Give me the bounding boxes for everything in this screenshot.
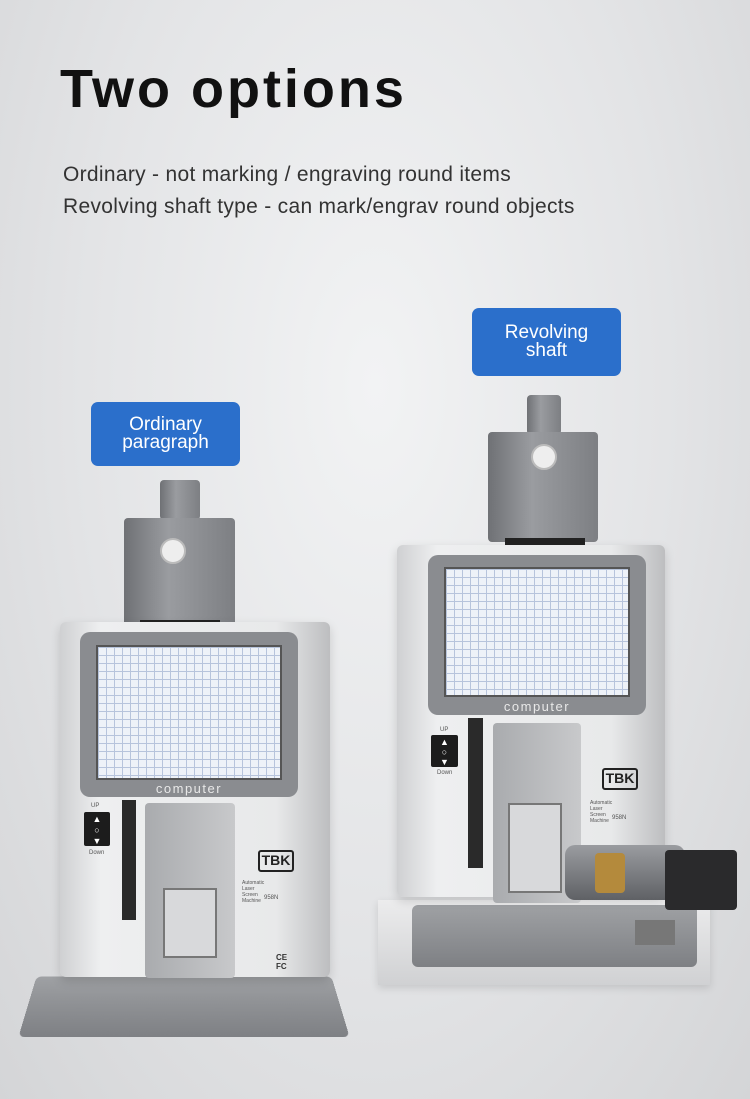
base-plate <box>18 976 350 1038</box>
touch-screen[interactable] <box>444 567 630 697</box>
motor-mount <box>635 920 675 945</box>
bezel-label: computer <box>155 781 223 796</box>
product-name: Automatic Laser Screen Machine <box>242 880 265 904</box>
fixture <box>508 803 562 893</box>
fixture <box>163 888 217 958</box>
screen-bezel: computer <box>428 555 646 715</box>
model-number: 958N <box>612 815 627 821</box>
revolving-tag: Revolving shaft <box>472 308 621 376</box>
subtitle-line-1: Ordinary - not marking / engraving round… <box>63 163 511 186</box>
switch-down-label: Down <box>89 850 105 856</box>
bezel-label: computer <box>503 699 571 714</box>
rail <box>122 800 136 920</box>
stage <box>493 723 581 903</box>
tag-line: paragraph <box>122 432 209 453</box>
page-title: Two options <box>60 59 407 119</box>
model-number: 958N <box>264 895 279 901</box>
up-down-switch[interactable]: ▲○▼ <box>431 735 458 767</box>
screen-bezel: computer <box>80 632 298 797</box>
tbk-logo: TBK <box>602 768 638 790</box>
tag-line: Revolving <box>504 322 589 343</box>
laser-head <box>124 518 235 626</box>
ordinary-tag: Ordinary paragraph <box>91 402 240 466</box>
cert-marks: CE FC <box>276 953 288 971</box>
laser-top <box>527 395 561 435</box>
chuck-collar <box>595 853 625 893</box>
laser-top <box>160 480 200 520</box>
touch-screen[interactable] <box>96 645 282 780</box>
switch-up-label: UP <box>440 727 449 733</box>
rail <box>468 718 483 868</box>
switch-up-label: UP <box>91 803 100 809</box>
subtitle-line-2: Revolving shaft type - can mark/engrav r… <box>63 195 575 218</box>
stage <box>145 803 235 978</box>
tbk-logo: TBK <box>258 850 294 872</box>
laser-head <box>488 432 598 542</box>
switch-down-label: Down <box>437 770 453 776</box>
product-name: Automatic Laser Screen Machine <box>590 800 613 824</box>
up-down-switch[interactable]: ▲○▼ <box>84 812 110 846</box>
tag-line: Ordinary <box>129 414 202 435</box>
stepper-motor <box>665 850 737 910</box>
tag-line: shaft <box>525 340 568 361</box>
